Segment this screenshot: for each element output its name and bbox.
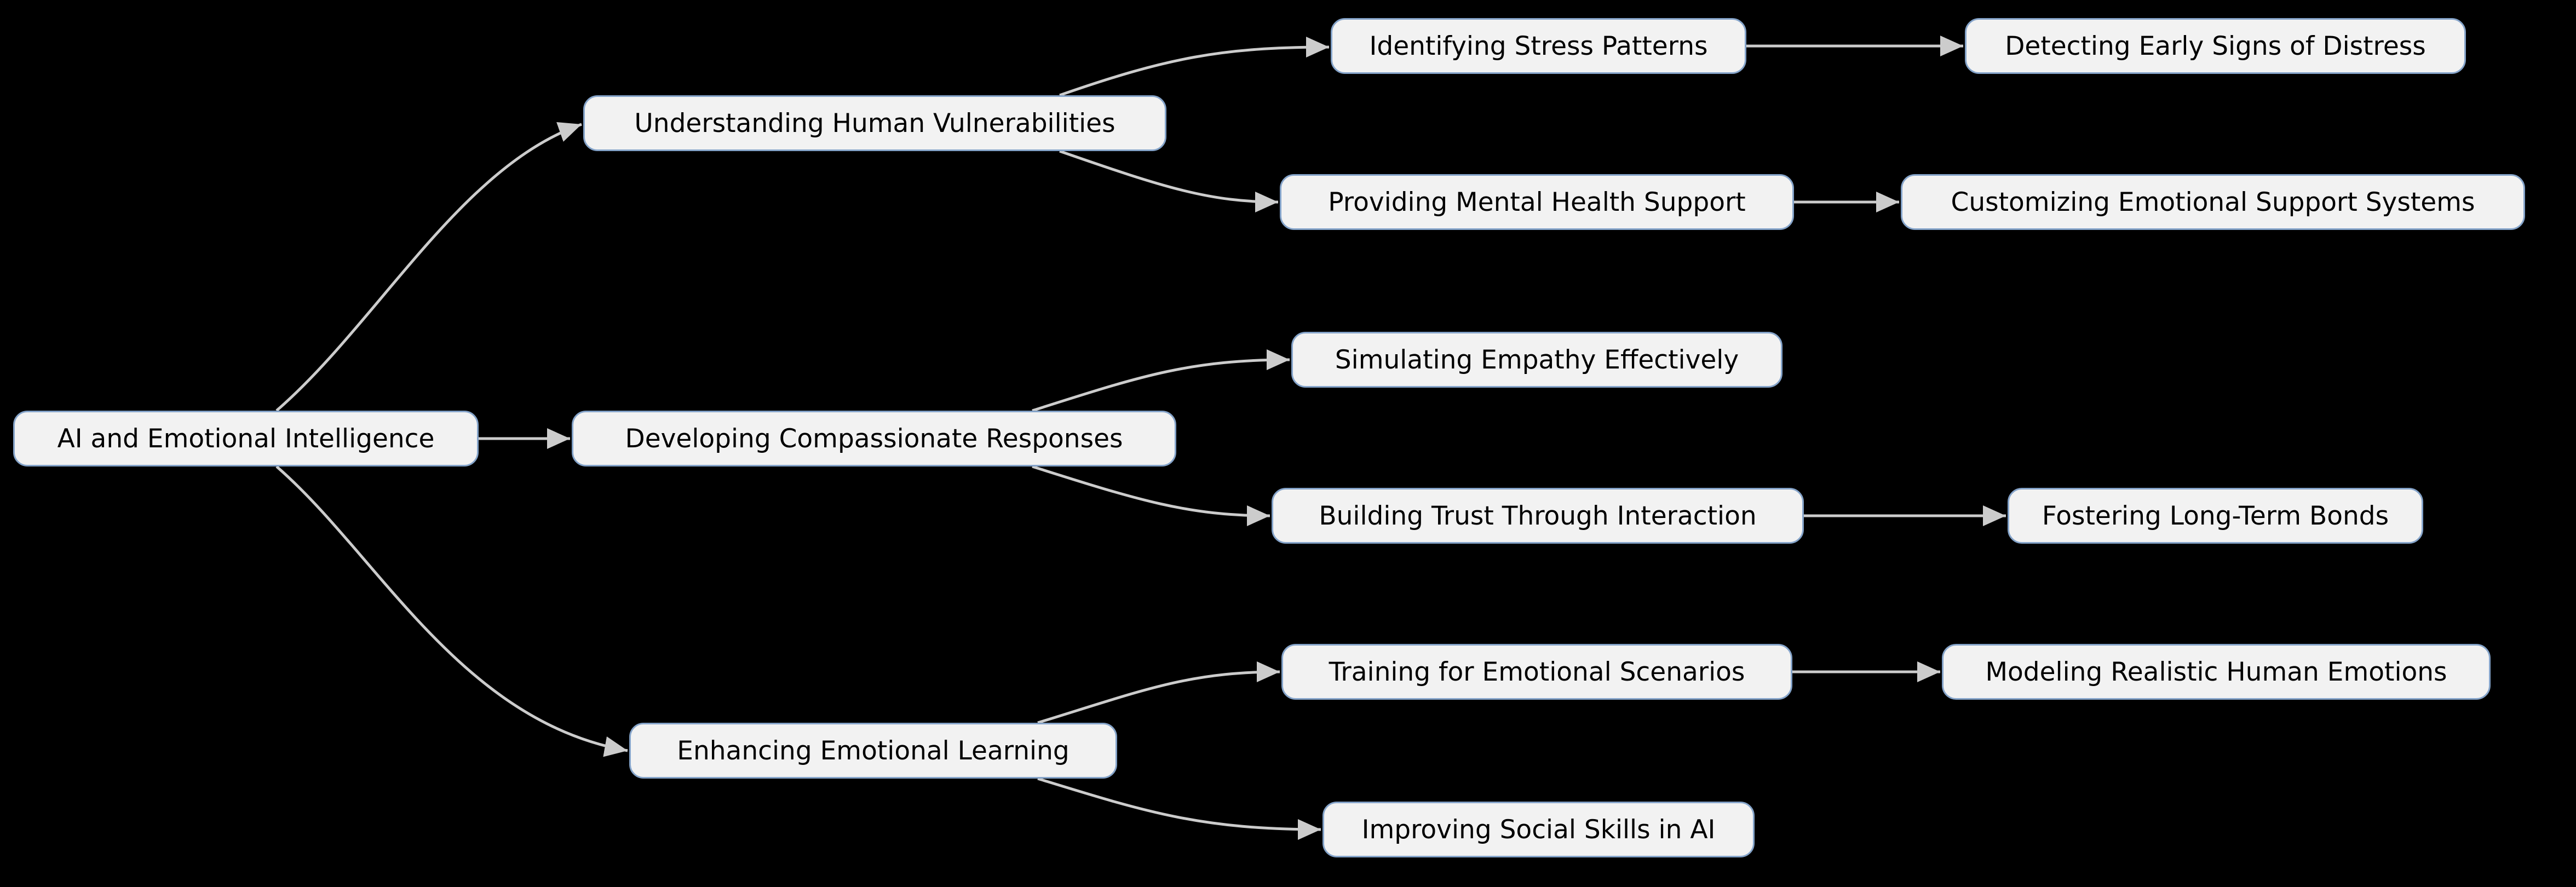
edge-enhancing-to-training-emotional-scenarios [1037,661,1280,724]
node-label: AI and Emotional Intelligence [57,423,435,454]
node-label: Training for Emotional Scenarios [1329,656,1745,687]
node-understanding-human-vulnerabilities: Understanding Human Vulnerabilities [583,95,1166,151]
node-simulating-empathy-effectively: Simulating Empathy Effectively [1291,332,1783,388]
node-providing-mental-health-support: Providing Mental Health Support [1280,174,1794,230]
edge-developing-to-simulating-empathy [1032,349,1290,412]
edge-understanding-to-providing-mental-health-support [1059,149,1279,212]
node-label: Identifying Stress Patterns [1369,31,1708,61]
node-label: Simulating Empathy Effectively [1335,344,1739,375]
node-label: Developing Compassionate Responses [625,423,1123,454]
node-detecting-early-signs-of-distress: Detecting Early Signs of Distress [1965,18,2466,74]
node-customizing-emotional-support-systems: Customizing Emotional Support Systems [1901,174,2525,230]
edge-developing-to-building-trust [1032,465,1270,526]
node-label: Understanding Human Vulnerabilities [634,108,1116,139]
edge-root-to-understanding-human-vulnerabilities [275,122,582,412]
node-ai-and-emotional-intelligence: AI and Emotional Intelligence [13,411,479,466]
edge-root-to-enhancing-emotional-learning [275,465,628,757]
node-building-trust-through-interaction: Building Trust Through Interaction [1272,488,1804,544]
node-label: Modeling Realistic Human Emotions [1985,656,2447,687]
node-label: Customizing Emotional Support Systems [1951,187,2475,217]
node-modeling-realistic-human-emotions: Modeling Realistic Human Emotions [1942,644,2491,700]
edge-enhancing-to-improving-social-skills [1037,777,1321,840]
node-developing-compassionate-responses: Developing Compassionate Responses [572,411,1176,466]
node-identifying-stress-patterns: Identifying Stress Patterns [1331,18,1746,74]
node-label: Enhancing Emotional Learning [677,735,1070,766]
node-improving-social-skills-in-ai: Improving Social Skills in AI [1323,802,1755,857]
node-label: Building Trust Through Interaction [1319,500,1757,531]
node-fostering-long-term-bonds: Fostering Long-Term Bonds [2008,488,2423,544]
node-label: Detecting Early Signs of Distress [2005,31,2426,61]
node-label: Improving Social Skills in AI [1361,814,1716,845]
node-label: Providing Mental Health Support [1328,187,1746,217]
edge-understanding-to-identifying-stress-patterns [1059,37,1330,97]
node-training-for-emotional-scenarios: Training for Emotional Scenarios [1281,644,1792,700]
node-enhancing-emotional-learning: Enhancing Emotional Learning [629,723,1117,779]
node-label: Fostering Long-Term Bonds [2042,500,2389,531]
